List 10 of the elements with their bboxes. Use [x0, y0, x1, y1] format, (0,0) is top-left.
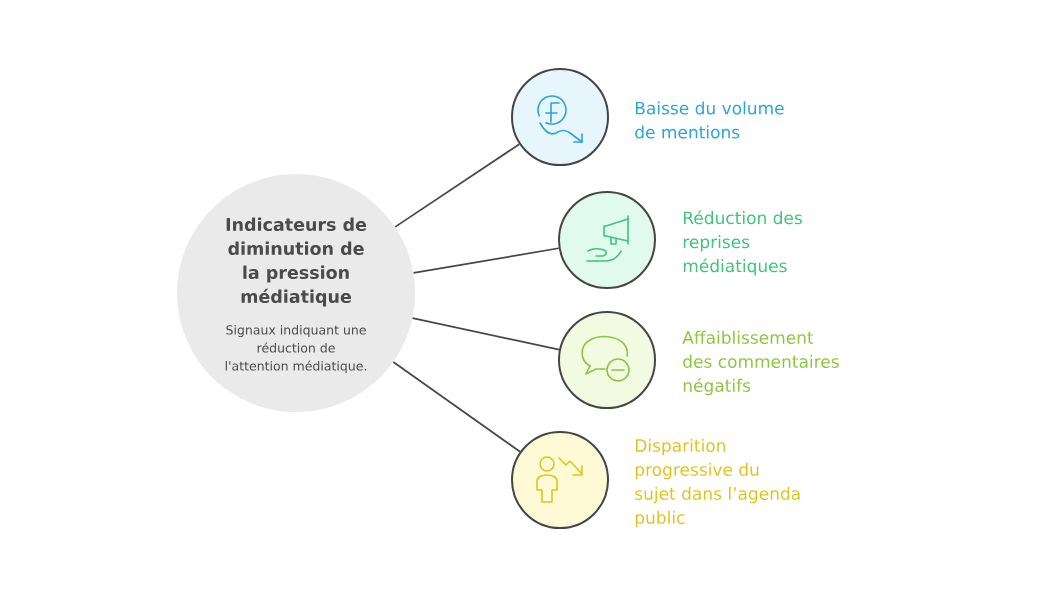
item-label: Baisse du volume de mentions: [635, 101, 784, 139]
heading: Indicateurs de diminution de la pression médiatique: [226, 217, 367, 307]
item-label: Affaiblissement des commentaires négatifs: [682, 330, 839, 396]
description: Signaux indiquant une réduction de l'attention médiatique.: [225, 324, 367, 374]
item-label: Disparition progressive du sujet dans l’agenda public: [635, 438, 800, 528]
connector-line: [392, 361, 521, 453]
connector-line: [412, 247, 560, 274]
item-label: Réduction des reprises médiatiques: [683, 210, 802, 276]
connector-line: [394, 143, 521, 228]
connector-line: [411, 317, 560, 351]
